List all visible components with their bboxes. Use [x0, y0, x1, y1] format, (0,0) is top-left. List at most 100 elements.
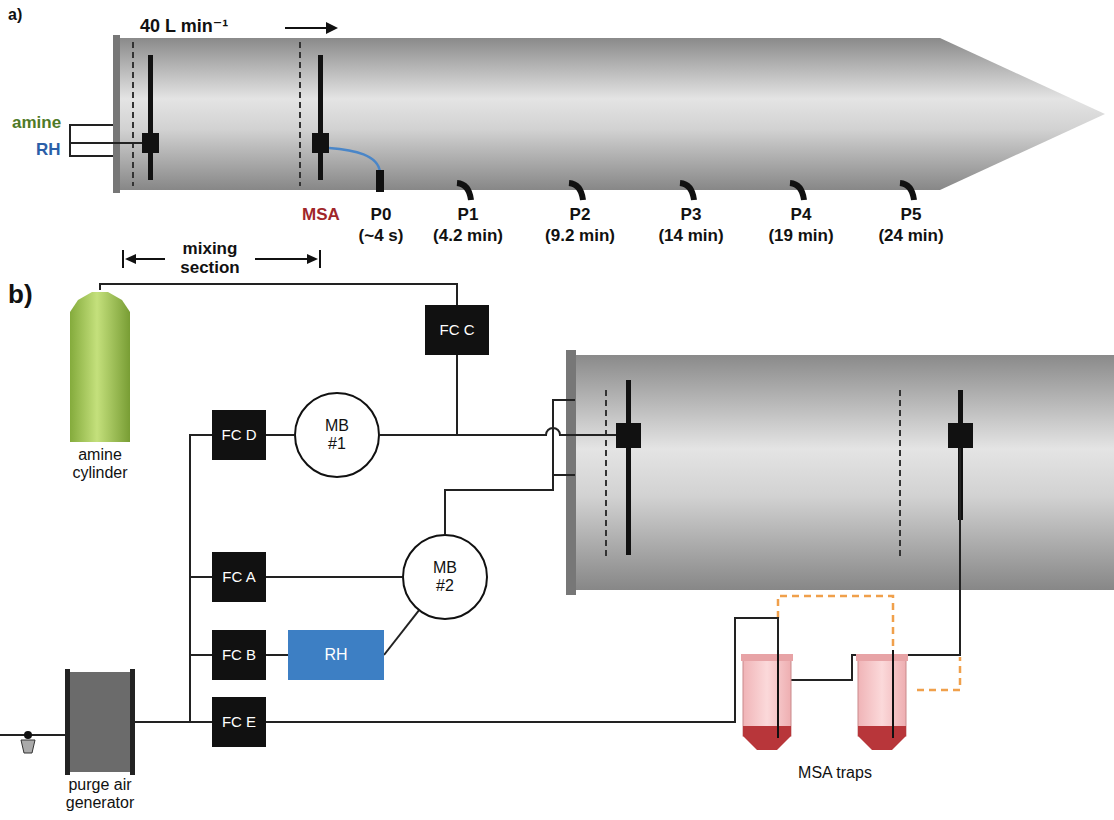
mesh-screen	[132, 42, 134, 186]
gas-line	[135, 721, 212, 723]
port	[457, 183, 471, 200]
node-caption: amine cylinder	[58, 446, 142, 483]
mixing-bulb: MB #2	[402, 534, 488, 620]
port	[680, 183, 694, 200]
node-label: FC A	[222, 568, 255, 585]
port	[569, 183, 583, 200]
gas-lines	[0, 400, 960, 753]
annotation-label: P3	[681, 206, 702, 225]
mesh-screen	[899, 390, 901, 560]
end-cap	[113, 35, 120, 193]
injector-hub	[948, 423, 973, 448]
arrow-head	[326, 22, 338, 34]
node-label: FC B	[222, 646, 256, 663]
inlet-lines	[70, 125, 142, 156]
end-cap	[566, 350, 576, 595]
annotation-label: 40 L min⁻¹	[140, 17, 228, 37]
gas-line	[266, 434, 294, 436]
injector-bar	[626, 380, 631, 555]
tube-body	[118, 38, 940, 190]
gas-line	[445, 475, 553, 534]
annotation-label: mixing section	[170, 240, 250, 277]
node-caption: MSA traps	[760, 764, 910, 782]
gas-line	[380, 355, 457, 435]
gas-line	[380, 428, 616, 435]
injector-bar	[148, 55, 153, 180]
generator-shape	[65, 672, 135, 772]
node-label: MB #2	[423, 559, 467, 596]
gas-line	[266, 576, 402, 578]
valve-symbol	[21, 740, 35, 753]
gas-line	[135, 577, 212, 722]
gas-cylinder: amine cylinder	[70, 290, 130, 442]
annotation-label: P5	[901, 206, 922, 225]
node-label: FC D	[222, 426, 257, 443]
flow-controller: FC C	[425, 305, 489, 355]
gas-line	[135, 655, 212, 722]
annotation-label: (4.2 min)	[433, 227, 503, 246]
flow-controller: FC D	[212, 410, 266, 460]
injector-hub	[142, 133, 159, 153]
flow-controller: FC B	[212, 630, 266, 680]
bracket-line	[133, 258, 165, 260]
annotation-label: a)	[8, 6, 22, 24]
gas-line	[135, 435, 212, 722]
annotation-label: b)	[8, 280, 33, 309]
node-label: RH	[324, 646, 347, 664]
arrow-line	[285, 27, 328, 29]
arrow-head	[307, 254, 318, 264]
annotation-label: RH	[36, 141, 61, 160]
annotation-label: P2	[570, 206, 591, 225]
node-label: FC E	[222, 713, 256, 730]
node-label: MB #1	[315, 417, 359, 454]
annotation-label: (~4 s)	[359, 227, 404, 246]
bracket-end	[122, 250, 124, 268]
arrow-head	[125, 254, 136, 264]
port	[900, 183, 914, 200]
annotation-label: (9.2 min)	[545, 227, 615, 246]
msa-traps: MSA traps	[740, 650, 930, 760]
humidifier-box: RH	[288, 630, 384, 680]
injector-hub	[616, 423, 641, 448]
flow-controller: FC E	[212, 697, 266, 747]
gas-line	[384, 610, 419, 655]
annotation-label: amine	[12, 114, 61, 133]
valve-symbol	[24, 731, 32, 739]
node-caption: purge air generator	[58, 776, 142, 813]
port	[376, 170, 384, 192]
mixing-bulb: MB #1	[294, 392, 380, 478]
annotation-label: P1	[458, 206, 479, 225]
annotation-label: (24 min)	[878, 227, 943, 246]
gas-line	[100, 284, 457, 305]
flow-tube	[70, 35, 1105, 200]
annotation-label: P4	[791, 206, 812, 225]
annotation-label: (19 min)	[768, 227, 833, 246]
trap-shapes	[740, 650, 930, 760]
injector-hub	[312, 133, 329, 153]
gas-line	[553, 400, 575, 475]
air-generator: purge air generator	[65, 672, 135, 772]
bracket-end	[319, 250, 321, 268]
air-inlet	[0, 734, 65, 736]
flow-controller: FC A	[212, 552, 266, 602]
bracket-line	[255, 258, 310, 260]
gas-line	[266, 654, 288, 656]
node-label: FC C	[440, 321, 475, 338]
mesh-screen	[299, 42, 301, 186]
annotation-label: (14 min)	[658, 227, 723, 246]
injector-bar	[318, 55, 323, 180]
cylinder-shape	[70, 290, 130, 442]
gas-line	[791, 448, 960, 680]
flow-arrow	[285, 22, 338, 34]
port	[790, 183, 804, 200]
mesh-screen	[605, 390, 607, 560]
gas-line	[266, 618, 778, 722]
bypass-line	[778, 596, 893, 650]
tube-body	[575, 355, 1114, 590]
annotation-label: P0	[371, 206, 392, 225]
bypass-line	[917, 657, 960, 690]
flow-tube	[566, 350, 1114, 595]
